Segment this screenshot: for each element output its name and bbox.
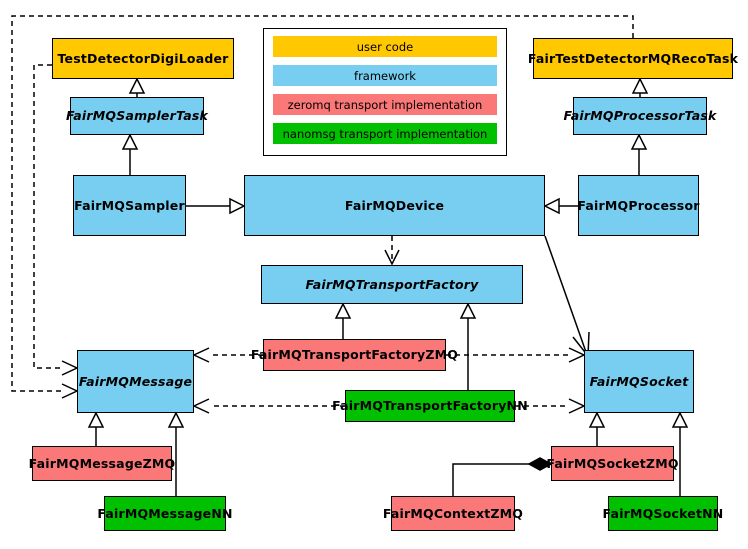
class-box-fairmqprocessortask[interactable]: FairMQProcessorTask [563,97,716,135]
class-label: FairMQTransportFactory [305,276,479,292]
class-box-fairmqmessagezmq[interactable]: FairMQMessageZMQ [29,446,175,481]
legend-label: nanomsg transport implementation [282,126,488,141]
class-box-fairmqsocket[interactable]: FairMQSocket [584,350,694,413]
edge-processor-to-device [543,197,578,215]
class-label: FairMQContextZMQ [382,505,524,521]
edge-device-to-transportfactory [384,236,400,266]
class-box-fairmqsampler[interactable]: FairMQSampler [73,175,186,236]
class-label: FairMQProcessor [577,197,700,213]
class-box-testdetectordigiloader[interactable]: TestDetectorDigiLoader [52,38,234,79]
class-label: FairMQSocketZMQ [546,455,679,471]
class-box-fairmqtransportfactory[interactable]: FairMQTransportFactory [261,265,523,304]
class-label: FairMQMessageZMQ [28,455,176,471]
edge-transportfactorynn-to-message [192,398,345,414]
edge-device-to-socket [544,235,590,359]
class-label: FairMQSampler [74,197,185,213]
class-label: FairMQMessage [78,373,193,389]
edge-processor-to-processortask [630,133,648,175]
class-box-fairmqprocessor[interactable]: FairMQProcessor [577,175,700,236]
class-box-fairmqdevice[interactable]: FairMQDevice [244,175,545,236]
legend-item-user-code: user code [273,36,497,57]
class-box-fairmqsocketzmq[interactable]: FairMQSocketZMQ [546,446,678,481]
class-label: FairMQSocketNN [602,505,724,521]
class-box-fairmqtransportfactorynn[interactable]: FairMQTransportFactoryNN [332,390,528,422]
edge-transportfactoryzmq-to-transportfactory [334,302,352,339]
class-box-fairmqsamplertask[interactable]: FairMQSamplerTask [66,97,208,135]
class-label: FairTestDetectorMQRecoTask [527,50,739,66]
edge-transportfactorynn-to-transportfactory [459,302,477,390]
edge-sampler-to-samplertask [121,133,139,175]
class-box-fairmqcontextzmq[interactable]: FairMQContextZMQ [383,496,523,531]
class-label: FairMQTransportFactoryNN [332,398,528,414]
class-box-fairmqsocketnn[interactable]: FairMQSocketNN [603,496,723,531]
edge-messagezmq-to-message [87,411,105,446]
legend-label: user code [356,39,414,54]
edge-transportfactoryzmq-to-socket [446,347,586,363]
legend-item-zeromq: zeromq transport implementation [273,94,497,115]
class-label: FairMQMessageNN [97,505,233,521]
edge-processortask-to-recotask [631,77,649,97]
legend-item-framework: framework [273,65,497,86]
class-label: FairMQTransportFactoryZMQ [250,347,459,363]
legend-item-nanomsg: nanomsg transport implementation [273,123,497,144]
class-label: FairMQSamplerTask [65,108,209,124]
class-box-fairtestdetectormqrecotask[interactable]: FairTestDetectorMQRecoTask [528,38,738,79]
class-box-fairmqmessage[interactable]: FairMQMessage [77,350,194,413]
class-label: FairMQProcessorTask [563,108,717,124]
edge-contextzmq-to-socketzmq [452,457,553,496]
class-label: TestDetectorDigiLoader [57,50,229,66]
class-box-fairmqtransportfactoryzmq[interactable]: FairMQTransportFactoryZMQ [251,339,458,371]
class-box-fairmqmessagenn[interactable]: FairMQMessageNN [97,496,232,531]
class-label: FairMQDevice [344,197,445,213]
edge-socketzmq-to-socket [588,411,606,446]
legend-label: zeromq transport implementation [287,97,483,112]
edge-sampler-to-device [186,197,246,215]
edge-socketnn-to-socket [671,411,689,496]
edge-samplertask-to-digiloader [128,77,146,97]
legend-panel: user code framework zeromq transport imp… [263,28,507,156]
class-label: FairMQSocket [589,373,689,389]
legend-label: framework [354,68,416,83]
